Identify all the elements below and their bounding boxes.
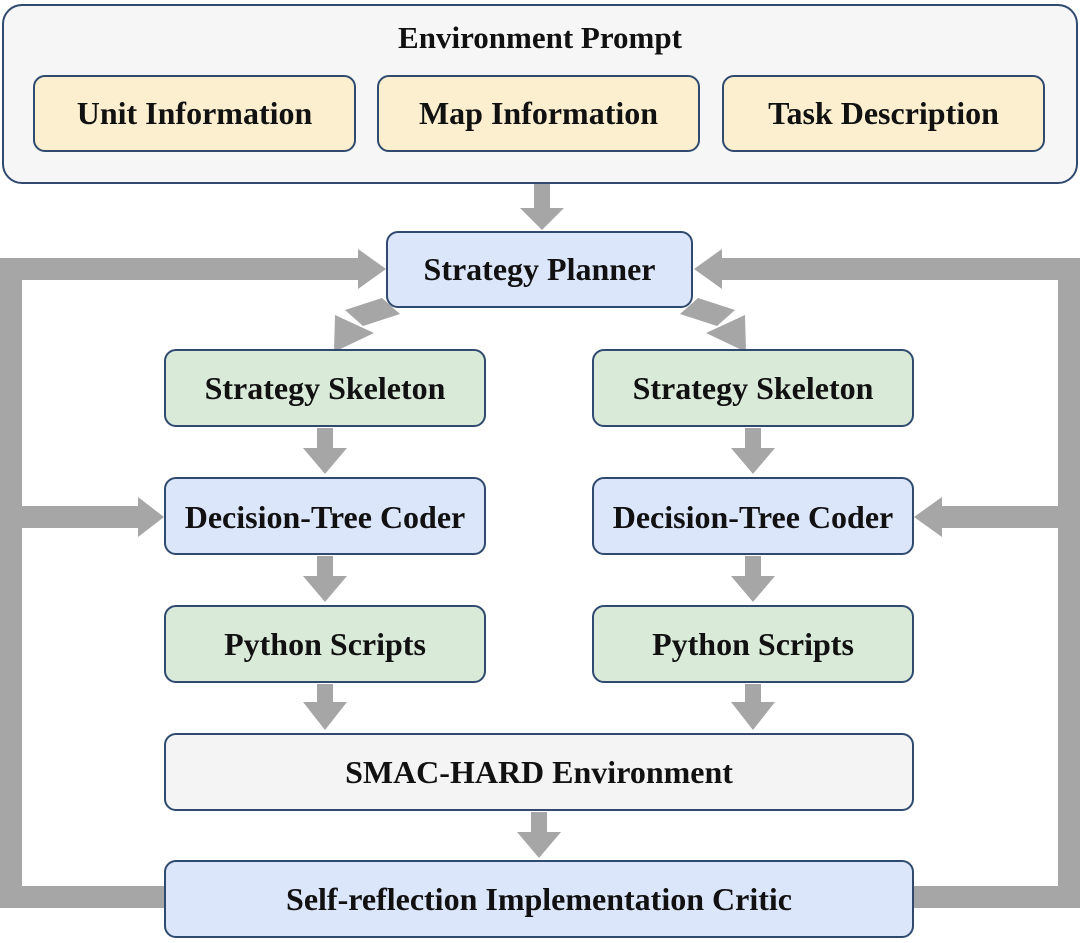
environment-prompt-title: Environment Prompt (398, 20, 682, 55)
map-information-box: Map Information (377, 75, 700, 152)
strategy-planner-box: Strategy Planner (386, 231, 693, 308)
decision-tree-coder-right: Decision-Tree Coder (592, 477, 914, 555)
self-reflection-critic-box: Self-reflection Implementation Critic (164, 860, 914, 938)
smac-hard-environment-box: SMAC-HARD Environment (164, 733, 914, 811)
unit-information-box: Unit Information (33, 75, 356, 152)
task-description-box: Task Description (722, 75, 1045, 152)
python-scripts-right: Python Scripts (592, 605, 914, 683)
strategy-skeleton-left: Strategy Skeleton (164, 349, 486, 427)
strategy-skeleton-right: Strategy Skeleton (592, 349, 914, 427)
decision-tree-coder-left: Decision-Tree Coder (164, 477, 486, 555)
python-scripts-left: Python Scripts (164, 605, 486, 683)
